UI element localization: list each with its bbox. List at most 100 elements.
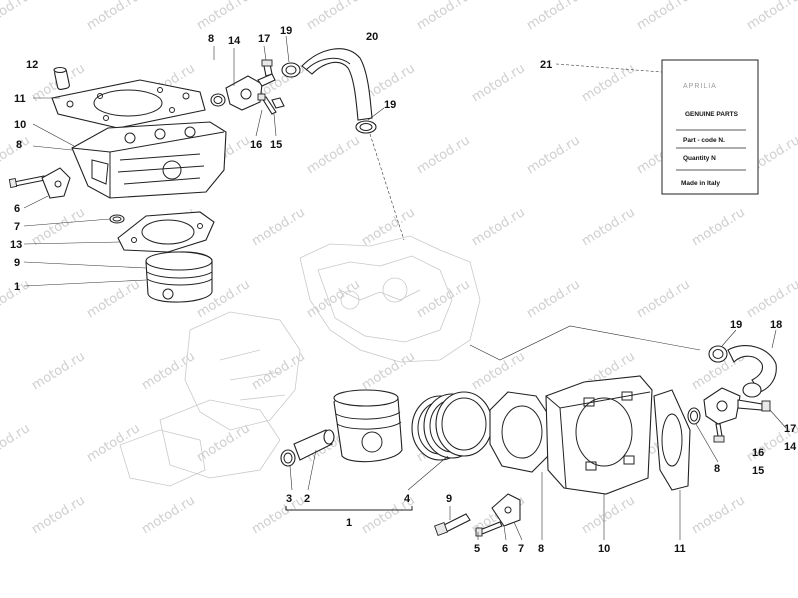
card-line-made-in-italy: Made in Italy <box>681 180 720 187</box>
callout-8-top: 8 <box>208 33 214 45</box>
callout-6-lower: 6 <box>502 543 508 555</box>
watermark-text: motod.ru <box>524 277 583 321</box>
flange-plate-part-7 <box>41 167 71 199</box>
engine-block-outline <box>119 235 481 487</box>
piston-lower-part-1 <box>333 389 403 463</box>
callout-14-right: 14 <box>784 441 797 453</box>
watermark-text: motod.ru <box>304 133 363 177</box>
watermark-text: motod.ru <box>469 349 528 393</box>
callout-5: 5 <box>474 543 480 555</box>
callout-8-right: 8 <box>714 463 720 475</box>
card-brand: APRILIA <box>683 83 717 90</box>
bushing-part-12 <box>53 66 70 91</box>
watermark-text: motod.ru <box>524 133 583 177</box>
card-line-part-code: Part - code N. <box>683 137 725 144</box>
callout-15-right: 15 <box>752 465 764 477</box>
cylinder-head-part-10 <box>71 121 227 199</box>
callout-14-top: 14 <box>228 35 241 47</box>
watermark-text: motod.ru <box>359 205 418 249</box>
callout-19-top: 19 <box>280 25 292 37</box>
stud-bolt-part-6 <box>8 175 46 188</box>
o-ring-head-part-8 <box>210 93 226 107</box>
card-line-genuine-parts: GENUINE PARTS <box>685 111 739 118</box>
callout-17-right: 17 <box>784 423 796 435</box>
callout-12: 12 <box>26 59 38 71</box>
o-ring-lower-part-8 <box>687 407 701 425</box>
coolant-hose-part-20 <box>301 48 373 121</box>
callout-13: 13 <box>10 239 22 251</box>
hose-clamp-part-19 <box>281 62 301 78</box>
callout-8-left: 8 <box>16 139 22 151</box>
piston-pin-clip-part-3 <box>280 449 296 467</box>
hose-clamp-lower-part-19 <box>355 120 377 134</box>
callout-10-left: 10 <box>14 119 26 131</box>
watermark-text: motod.ru <box>634 277 693 321</box>
o-ring-part-8 <box>109 214 125 224</box>
callout-17-top: 17 <box>258 33 270 45</box>
watermark-text: motod.ru <box>469 205 528 249</box>
callout-16-right: 16 <box>752 447 764 459</box>
callout-15-top: 15 <box>270 139 282 151</box>
thermostat-housing-lower-part-14 <box>703 387 771 425</box>
watermark-text: motod.ru <box>579 493 638 537</box>
piston-part-1 <box>145 251 213 303</box>
bolt-lower-part-6 <box>475 521 503 537</box>
watermark-text: motod.ru <box>0 0 33 33</box>
coolant-hose-lower-part-18 <box>708 345 777 398</box>
stud-part-5 <box>434 513 471 536</box>
callout-20: 20 <box>366 31 378 43</box>
callout-8-lower: 8 <box>538 543 544 555</box>
callout-19-mid: 19 <box>384 99 396 111</box>
callout-7-lower: 7 <box>518 543 524 555</box>
callout-7-left: 7 <box>14 221 20 233</box>
bolt-lower-part-15 <box>713 423 725 443</box>
card-line-quantity: Quantity N <box>683 155 716 162</box>
base-gasket-part-13 <box>117 211 215 253</box>
watermark-text: motod.ru <box>744 277 798 321</box>
base-gasket-lower-part-13 <box>489 391 553 473</box>
watermark-text: motod.ru <box>414 133 473 177</box>
watermark-text: motod.ru <box>524 0 583 33</box>
callout-6-left: 6 <box>14 203 20 215</box>
callout-21: 21 <box>540 59 552 71</box>
thermostat-housing-part-14 <box>225 73 276 111</box>
callout-1-lower: 1 <box>346 517 352 529</box>
watermark-text: motod.ru <box>689 493 748 537</box>
callout-10-lower: 10 <box>598 543 610 555</box>
watermark-text: motod.ru <box>249 493 308 537</box>
bolt-part-15 <box>257 93 285 115</box>
watermark-text: motod.ru <box>359 349 418 393</box>
leader-lines <box>23 35 787 541</box>
watermark-text: motod.ru <box>689 205 748 249</box>
watermark-text: motod.ru <box>744 0 798 33</box>
watermark-text: motod.ru <box>84 277 143 321</box>
watermark-text: motod.ru <box>579 205 638 249</box>
callout-11-left: 11 <box>14 93 26 105</box>
callout-3: 3 <box>286 493 292 505</box>
callout-2: 2 <box>304 493 310 505</box>
watermark-text: motod.ru <box>194 0 253 33</box>
piston-rings-part-4 <box>411 391 493 461</box>
watermark-text: motod.ru <box>634 0 693 33</box>
watermark-text: motod.ru <box>249 205 308 249</box>
flange-plate-lower-part-7 <box>491 493 521 527</box>
watermark-text: motod.ru <box>29 493 88 537</box>
callout-1-left: 1 <box>14 281 20 293</box>
callout-11-lower: 11 <box>674 543 686 555</box>
watermark-text: motod.ru <box>29 349 88 393</box>
watermark-text: motod.ru <box>414 0 473 33</box>
watermark-text: motod.ru <box>414 277 473 321</box>
callout-18: 18 <box>770 319 782 331</box>
head-gasket-part-11 <box>51 79 206 129</box>
watermark-text: motod.ru <box>0 421 33 465</box>
callout-19-right: 19 <box>730 319 742 331</box>
head-gasket-lower-part-11 <box>653 389 691 491</box>
watermark-text: motod.ru <box>304 0 363 33</box>
callout-16-top: 16 <box>250 139 262 151</box>
callout-labels: 8 14 17 19 20 21 12 11 10 8 19 16 15 6 7… <box>10 25 797 555</box>
cylinder-barrel-part-10 <box>545 375 653 495</box>
bolt-part-17 <box>261 59 273 77</box>
callout-9-left: 9 <box>14 257 20 269</box>
watermark-text: motod.ru <box>84 421 143 465</box>
